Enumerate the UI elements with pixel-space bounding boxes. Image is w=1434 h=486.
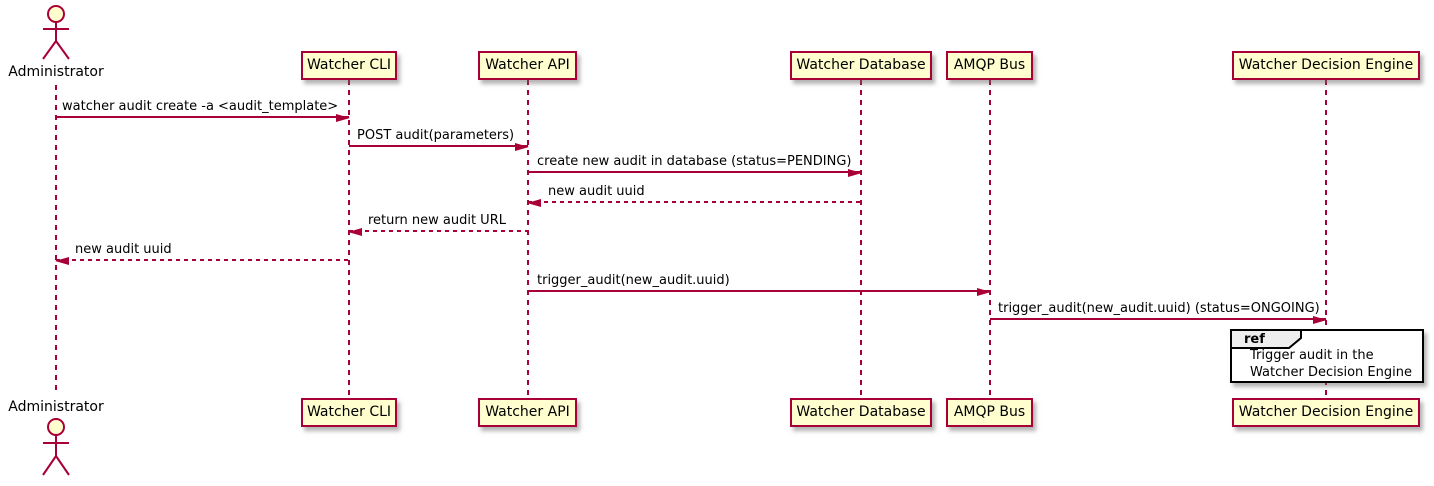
message-line <box>56 116 349 118</box>
actor-figure-top-icon <box>42 5 70 60</box>
message-label: new audit uuid <box>75 242 172 257</box>
actor-label-bottom: Administrator <box>8 399 104 415</box>
actor-figure-bottom-icon <box>42 418 70 476</box>
participant-watcher-api-top: Watcher API <box>478 51 577 80</box>
message-new-audit-uuid-db: new audit uuid <box>527 183 861 207</box>
participant-watcher-database-top: Watcher Database <box>790 51 932 80</box>
message-label: watcher audit create -a <audit_template> <box>62 99 339 114</box>
message-label: trigger_audit(new_audit.uuid) (status=ON… <box>998 301 1320 316</box>
ref-header-pentagon-icon <box>1230 329 1302 349</box>
lifeline-watcher-cli <box>348 80 350 398</box>
lifeline-watcher-decision-engine <box>1325 80 1327 398</box>
arrowhead-left-icon <box>527 199 541 207</box>
participant-watcher-decision-engine-top: Watcher Decision Engine <box>1232 51 1420 80</box>
message-line <box>56 259 349 261</box>
lifeline-administrator <box>55 85 57 395</box>
message-line <box>528 201 861 203</box>
participant-amqp-bus-bottom: AMQP Bus <box>946 398 1033 427</box>
ref-keyword: ref <box>1244 332 1265 347</box>
message-label: new audit uuid <box>548 184 645 199</box>
message-line <box>349 230 528 232</box>
participant-amqp-bus-top: AMQP Bus <box>946 51 1033 80</box>
arrowhead-right-icon <box>336 114 350 122</box>
actor-label-top: Administrator <box>8 64 104 80</box>
message-line <box>349 145 528 147</box>
participant-watcher-cli-bottom: Watcher CLI <box>301 398 397 427</box>
arrowhead-right-icon <box>848 169 862 177</box>
ref-text: Trigger audit in the Watcher Decision En… <box>1250 347 1412 381</box>
arrowhead-left-icon <box>55 257 69 265</box>
message-create-audit-db: create new audit in database (status=PEN… <box>528 153 862 177</box>
message-trigger-audit: trigger_audit(new_audit.uuid) <box>528 272 991 296</box>
message-line <box>528 171 861 173</box>
message-return-audit-url: return new audit URL <box>348 212 528 236</box>
message-post-audit: POST audit(parameters) <box>349 127 529 151</box>
arrowhead-right-icon <box>1313 316 1327 324</box>
message-label: trigger_audit(new_audit.uuid) <box>537 273 730 288</box>
message-line <box>990 318 1326 320</box>
message-trigger-audit-ongoing: trigger_audit(new_audit.uuid) (status=ON… <box>990 300 1327 324</box>
message-line <box>528 290 990 292</box>
message-label: POST audit(parameters) <box>357 128 515 143</box>
message-create-audit-cli: watcher audit create -a <audit_template> <box>56 98 350 122</box>
lifeline-watcher-api <box>527 80 529 398</box>
message-label: create new audit in database (status=PEN… <box>537 154 852 169</box>
ref-text-line1: Trigger audit in the <box>1250 348 1374 363</box>
lifeline-watcher-database <box>860 80 862 398</box>
participant-watcher-api-bottom: Watcher API <box>478 398 577 427</box>
message-label: return new audit URL <box>368 213 506 228</box>
arrowhead-right-icon <box>977 288 991 296</box>
arrowhead-right-icon <box>515 143 529 151</box>
ref-fragment: ref Trigger audit in the Watcher Decisio… <box>1230 329 1424 383</box>
participant-watcher-database-bottom: Watcher Database <box>790 398 932 427</box>
ref-text-line2: Watcher Decision Engine <box>1250 365 1412 380</box>
participant-watcher-cli-top: Watcher CLI <box>301 51 397 80</box>
participant-watcher-decision-engine-bottom: Watcher Decision Engine <box>1232 398 1420 427</box>
message-new-audit-uuid-admin: new audit uuid <box>55 241 349 265</box>
lifeline-amqp-bus <box>989 80 991 398</box>
arrowhead-left-icon <box>348 228 362 236</box>
